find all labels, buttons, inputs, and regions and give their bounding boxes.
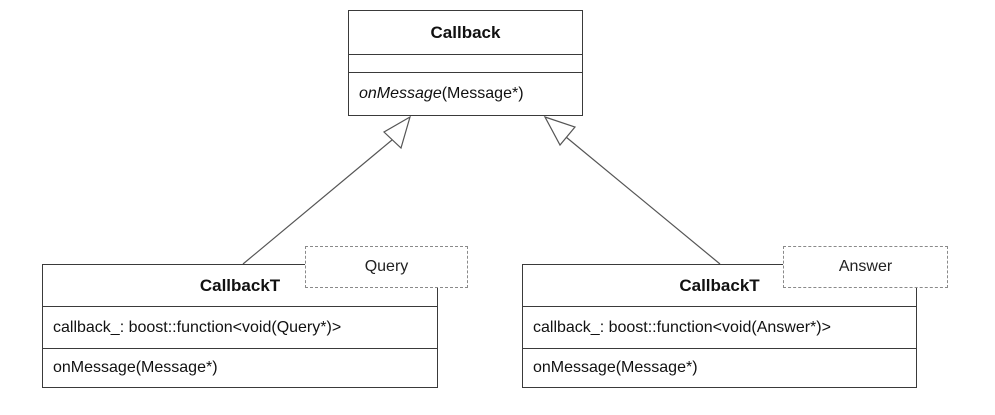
attribute: callback_: boost::function<void(Answer*)… [523,307,916,349]
template-parameter-query: Query [305,246,468,288]
class-name: CallbackT [523,265,916,307]
class-box-callback: Callback onMessage(Message*) [348,10,583,116]
operation-name: onMessage [359,85,442,102]
class-box-callbackt-query: CallbackT callback_: boost::function<voi… [42,264,438,388]
generalization-line-left [242,139,393,265]
operation: onMessage(Message*) [533,359,698,376]
generalization-line-right [565,136,721,265]
operation-params: (Message*) [441,85,524,102]
class-name: CallbackT [43,265,437,307]
class-name: Callback [349,11,582,55]
operations-compartment: onMessage(Message*) [349,73,582,115]
attribute: callback_: boost::function<void(Query*)> [43,307,437,349]
template-parameter-answer: Answer [783,246,948,288]
operation: onMessage(Message*) [53,359,218,376]
attributes-compartment [349,55,582,73]
inheritance-arrowhead-left [383,115,411,150]
inheritance-arrowhead-right [543,115,577,147]
